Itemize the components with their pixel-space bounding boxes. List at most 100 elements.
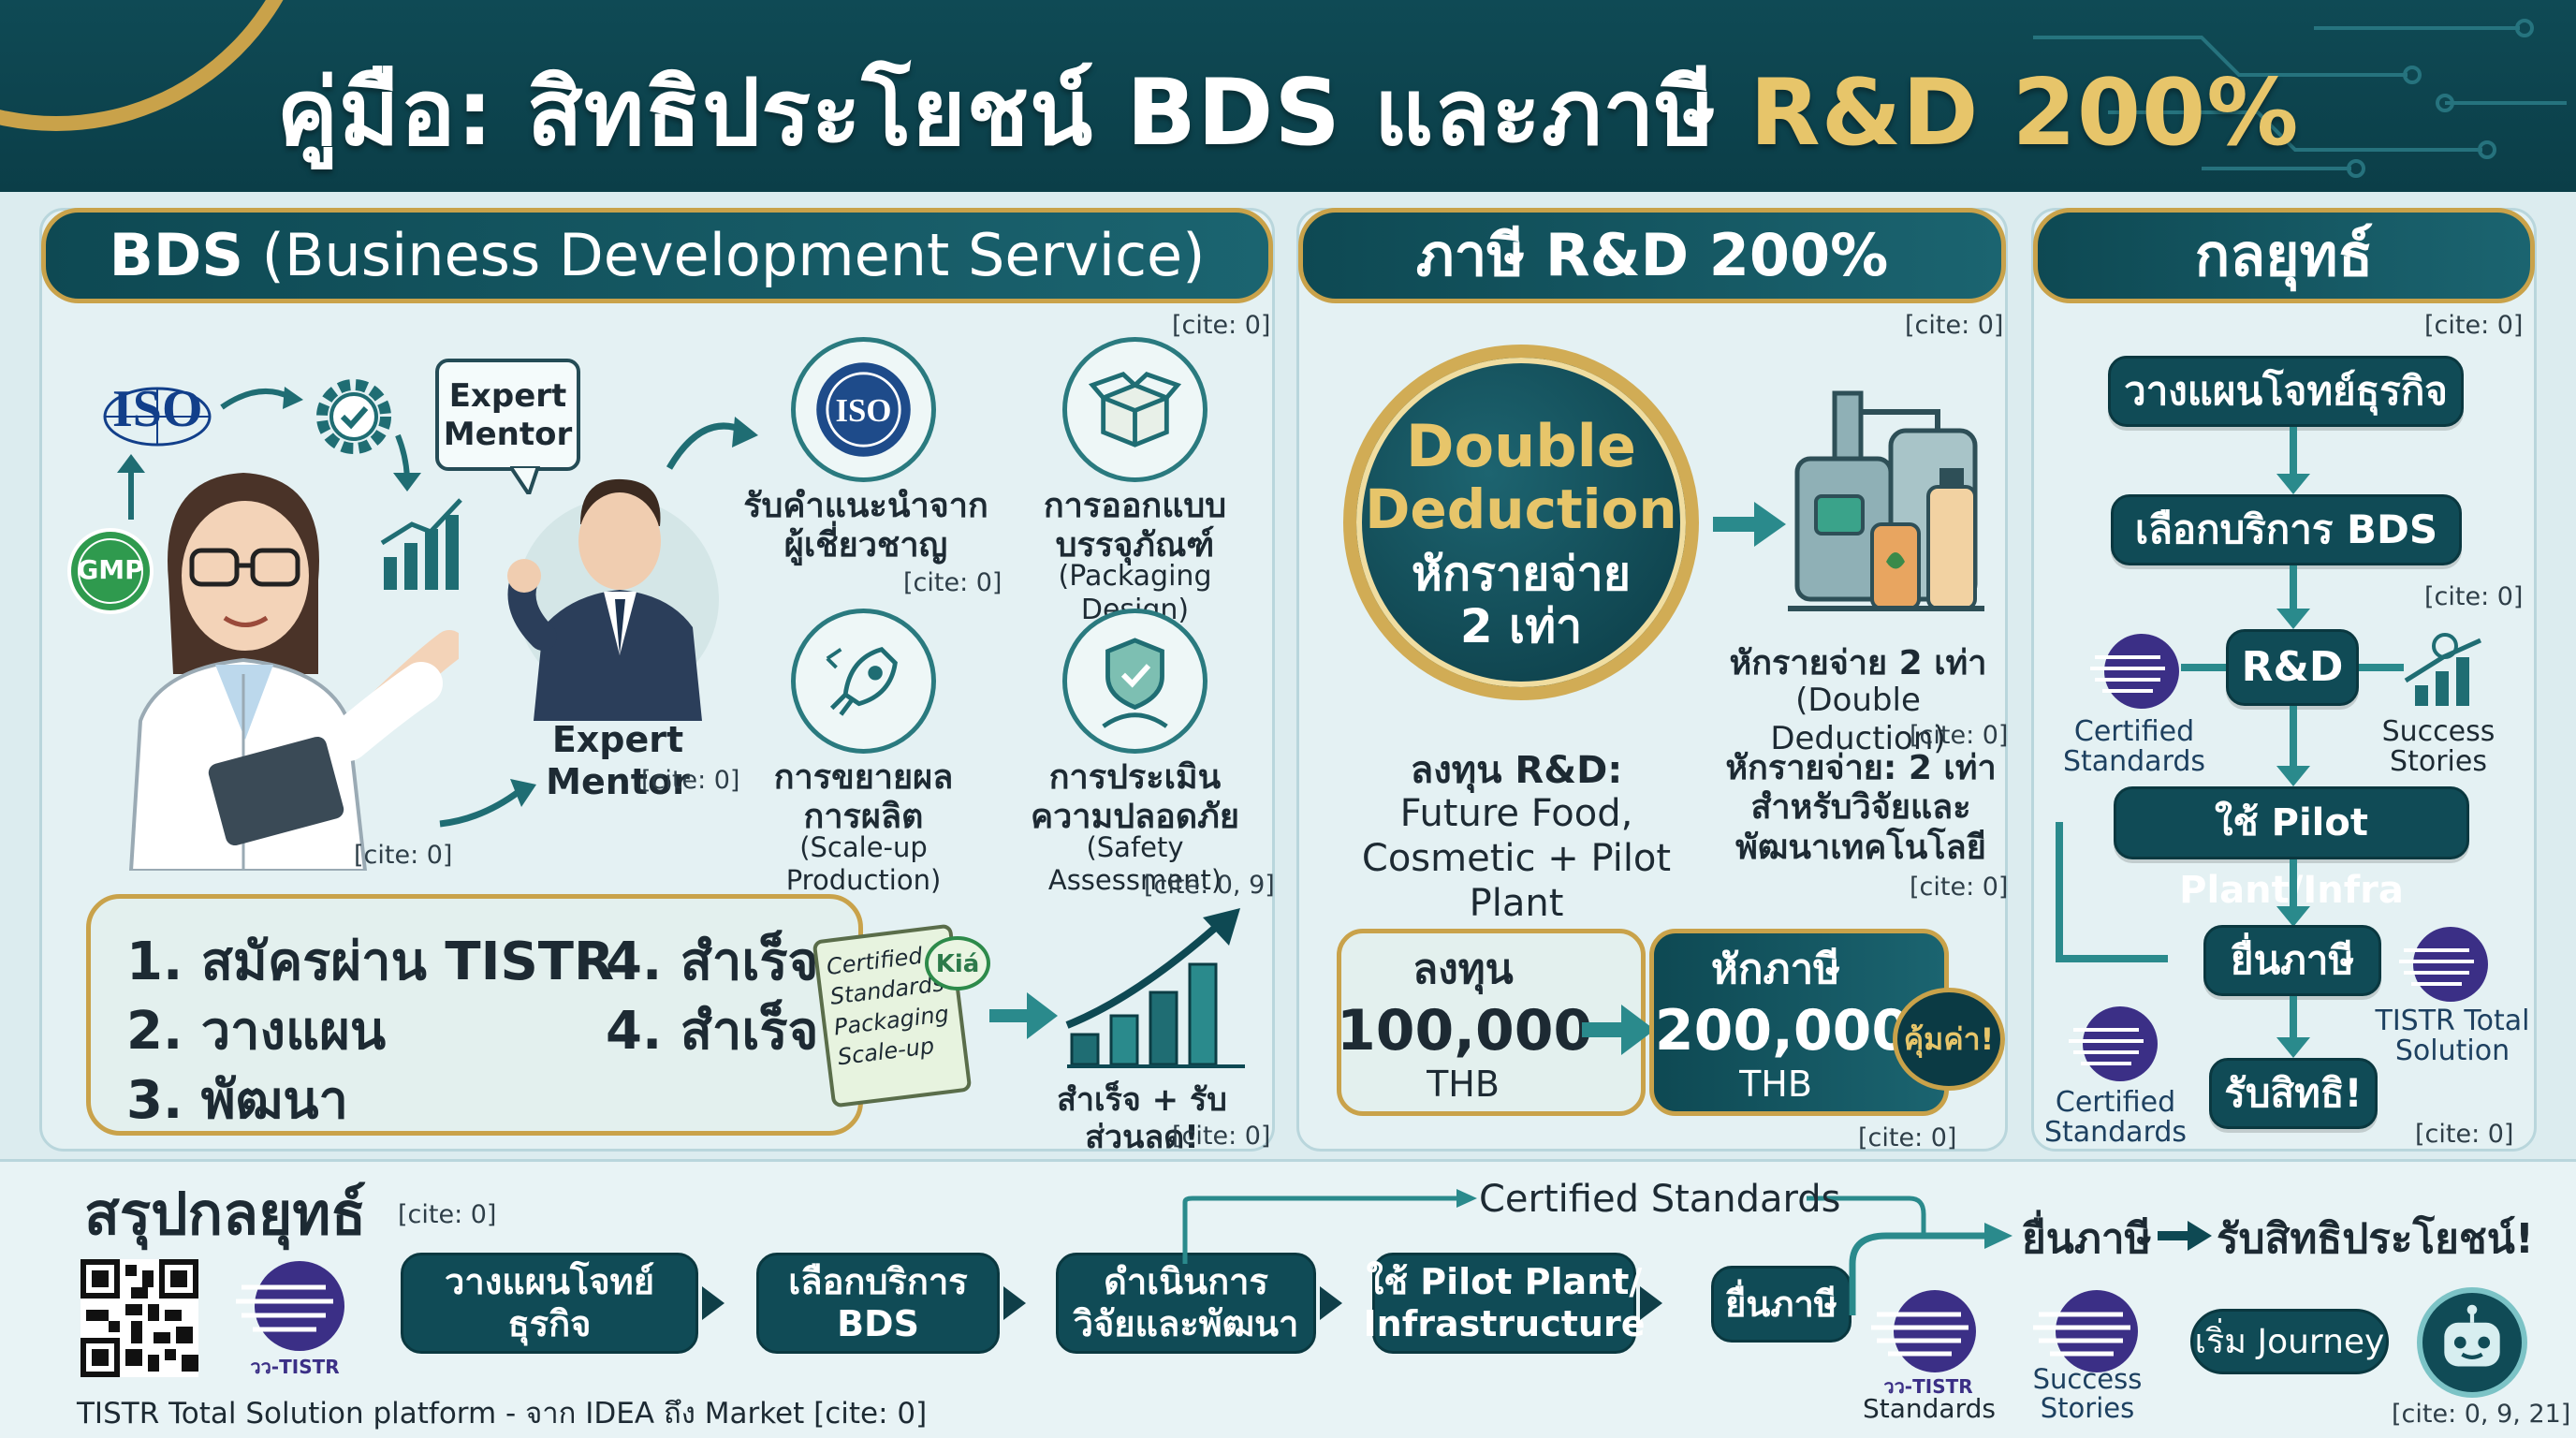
medal-line-4: 2 เท่า <box>1459 599 1583 653</box>
arrow-up-icon <box>117 454 145 520</box>
service-icon-circle <box>791 609 936 754</box>
deduct-text: หักรายจ่าย: 2 เท่า สำหรับวิจัยและ พัฒนาเ… <box>1725 749 1997 867</box>
success-text: สำเร็จ + รับส่วนลด! <box>1057 1081 1227 1157</box>
service-icon-circle <box>1062 337 1208 482</box>
cite-label: [cite: 0] <box>641 766 740 795</box>
arrow-right-icon <box>220 387 303 410</box>
flow-line <box>2359 664 2404 671</box>
step-1: 1. สมัครผ่าน TISTR <box>126 932 615 992</box>
rocket-icon <box>826 646 898 716</box>
page-title: คู่มือ: สิทธิประโยชน์ BDS และภาษี R&D 20… <box>276 60 2300 167</box>
strategy-node-rd: R&D <box>2226 629 2359 706</box>
step-3: 3. พัฒนา <box>126 1070 348 1131</box>
cite-label: [cite: 0] <box>1910 873 2009 902</box>
expert-mentor-illustration-icon <box>507 478 719 721</box>
tistr-total-solution-label: TISTR Total Solution <box>2375 1005 2530 1067</box>
bar-chart-icon <box>380 498 462 590</box>
tax-label: หักภาษี <box>1710 946 1841 993</box>
tax-amount: 200,000 <box>1654 998 1911 1064</box>
qr-code-icon[interactable] <box>80 1259 198 1377</box>
tistr-logo-text: วว-TISTR <box>250 1356 340 1378</box>
flow-arrow <box>1003 1286 1026 1320</box>
flow-line <box>2056 822 2063 962</box>
service-title: การออกแบบ บรรจุภัณฑ์ <box>1043 487 1227 565</box>
arrow-right-icon <box>439 779 536 828</box>
strategy-node-plan: วางแผนโจทย์ธุรกิจ <box>2108 356 2464 427</box>
circuit-decoration-icon <box>2033 19 2567 178</box>
flow-arrow <box>1640 1286 1662 1320</box>
summary-title: สรุปกลยุทธ์ <box>84 1180 367 1248</box>
medal-line-1: Double <box>1406 412 1636 480</box>
medal-line-3: หักรายจ่าย <box>1411 547 1632 601</box>
cite-label: [cite: 0] <box>903 568 1003 597</box>
arrow-right-icon <box>1713 502 1786 547</box>
strategy-node-receive: รับสิทธิ! <box>2209 1058 2378 1129</box>
invest-subtitle-2: Cosmetic + Pilot Plant <box>1361 837 1672 925</box>
certified-standards-label: Certified Standards <box>1479 1178 1841 1221</box>
summary-node-plan: วางแผนโจทย์ธุรกิจ <box>401 1253 698 1354</box>
flow-line <box>2056 955 2168 962</box>
success-stories-logo-icon <box>2033 1290 2138 1372</box>
flow-line <box>2290 996 2297 1039</box>
flow-line <box>2290 565 2297 610</box>
start-journey-button[interactable]: เริ่ม Journey <box>2190 1309 2389 1374</box>
medal-line-2: Deduction <box>1365 477 1677 541</box>
expert-mentor-bubble: Expert Mentor <box>435 359 580 471</box>
svg-text:ISO: ISO <box>836 392 892 429</box>
receive-benefit-label: รับสิทธิประโยชน์! <box>2217 1215 2534 1263</box>
flow-line <box>2290 706 2297 768</box>
scroll-badge: Kiá <box>925 936 990 990</box>
flow-arrow <box>2276 906 2310 927</box>
box-icon <box>1088 372 1182 448</box>
invest-subtitle-1: Future Food, <box>1399 792 1633 835</box>
standards-label: Standards <box>1863 1393 1996 1424</box>
invest-unit: THB <box>1427 1064 1500 1105</box>
cite-label: [cite: 0] <box>2424 311 2524 340</box>
flow-line <box>2290 427 2297 476</box>
tax-file-label: ยื่นภาษี <box>2022 1215 2152 1263</box>
invest-title: ลงทุน R&D: <box>1410 749 1623 792</box>
bds-panel-header: BDS (Business Development Service) <box>41 208 1273 303</box>
arrow-right-icon <box>666 417 758 470</box>
header: คู่มือ: สิทธิประโยชน์ BDS และภาษี R&D 20… <box>0 0 2576 192</box>
service-icon-circle <box>1062 609 1208 754</box>
flow-line <box>2290 859 2297 908</box>
growth-chart-icon <box>1065 908 1245 1068</box>
cite-label: [cite: 0] <box>1858 1123 1957 1152</box>
certified-standards-logo-icon <box>2090 634 2179 709</box>
summary-node-tax: ยื่นภาษี <box>1711 1266 1852 1343</box>
cite-label: [cite: 0] <box>1172 1122 1271 1151</box>
flow-arrow <box>1320 1286 1342 1320</box>
step-4: 4. สำเร็จ <box>606 932 819 992</box>
flow-arrow <box>2276 474 2310 494</box>
certified-standards-label: Certified Standards <box>2062 715 2206 778</box>
summary-node-pilot: ใช้ Pilot Plant/ Infrastructure <box>1364 1253 1645 1354</box>
invest-label: ลงทุน <box>1412 946 1514 993</box>
strategy-panel-header: กลยุทธ์ <box>2033 208 2535 303</box>
scientist-illustration-icon <box>128 473 459 871</box>
standards-logo-text: วว-TISTR <box>1883 1375 1973 1398</box>
flow-arrow <box>702 1286 724 1320</box>
cite-label: [cite: 0, 9, 21] <box>2392 1400 2571 1429</box>
certified-standards-logo-icon <box>2069 1006 2158 1081</box>
summary-node-bds: เลือกบริการ BDS <box>756 1253 1000 1354</box>
pilot-plant-icon <box>1788 390 1984 611</box>
flow-line <box>2181 664 2226 671</box>
service-subtitle: (Safety Assessment) <box>1047 831 1222 896</box>
double-deduction-title: หักรายจ่าย 2 เท่า <box>1729 644 1987 682</box>
strategy-node-bds: เลือกบริการ BDS <box>2111 494 2462 565</box>
chatbot-button[interactable] <box>2417 1287 2527 1398</box>
service-title: การขยายผล การผลิต <box>773 758 954 837</box>
step-2: 2. วางแผน <box>126 1001 387 1062</box>
cite-label: [cite: 0] <box>1905 311 2004 340</box>
gear-check-icon <box>316 379 391 454</box>
cite-label: [cite: 0] <box>2424 582 2524 611</box>
tax-panel-header: ภาษี R&D 200% <box>1298 208 2006 303</box>
footer-text: TISTR Total Solution platform - จาก IDEA… <box>77 1397 928 1431</box>
success-stories-label: Success Stories <box>2032 1363 2143 1425</box>
arrow-right-icon <box>989 992 1058 1039</box>
service-subtitle: (Scale-up Production) <box>785 831 942 896</box>
flow-arrow <box>2276 766 2310 786</box>
strategy-node-pilot: ใช้ Pilot Plant/Infra <box>2114 786 2469 912</box>
globe-icon <box>103 387 212 447</box>
